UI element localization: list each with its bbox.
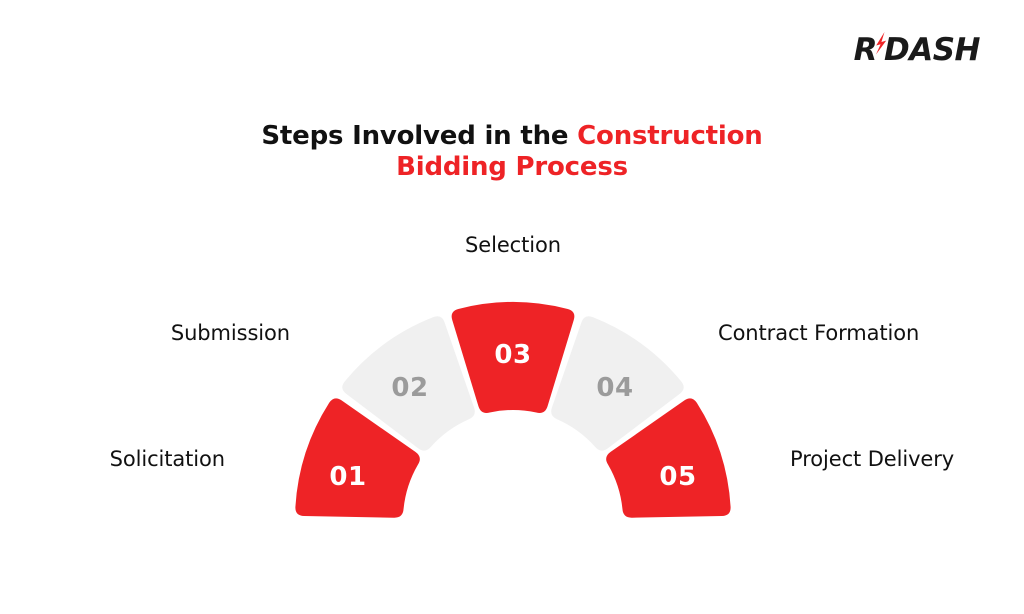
brand-logo: R DASH — [853, 30, 981, 70]
step-label-04: Contract Formation — [718, 321, 920, 345]
step-label-05: Project Delivery — [790, 447, 955, 471]
page-title: Steps Involved in the Construction Biddi… — [0, 121, 1024, 182]
page-title-line1-plain: Steps Involved in the — [261, 121, 578, 152]
arc-segment-01[interactable] — [295, 398, 420, 518]
arc-segment-04[interactable] — [551, 316, 684, 451]
step-label-02: Submission — [170, 321, 290, 345]
arc-segment-group — [295, 302, 731, 518]
step-label-03: Selection — [465, 233, 561, 257]
page-title-line2-accent: Bidding Process — [396, 152, 628, 183]
step-label-01: Solicitation — [109, 447, 225, 471]
arc-segment-03[interactable] — [451, 302, 575, 413]
arc-segment-05[interactable] — [606, 398, 731, 518]
page-title-line1-accent: Construction — [577, 121, 763, 152]
brand-name-suffix: DASH — [884, 31, 981, 68]
lightning-bolt-icon — [873, 32, 887, 65]
brand-name-prefix: R — [853, 31, 878, 68]
arc-segment-02[interactable] — [342, 316, 475, 451]
